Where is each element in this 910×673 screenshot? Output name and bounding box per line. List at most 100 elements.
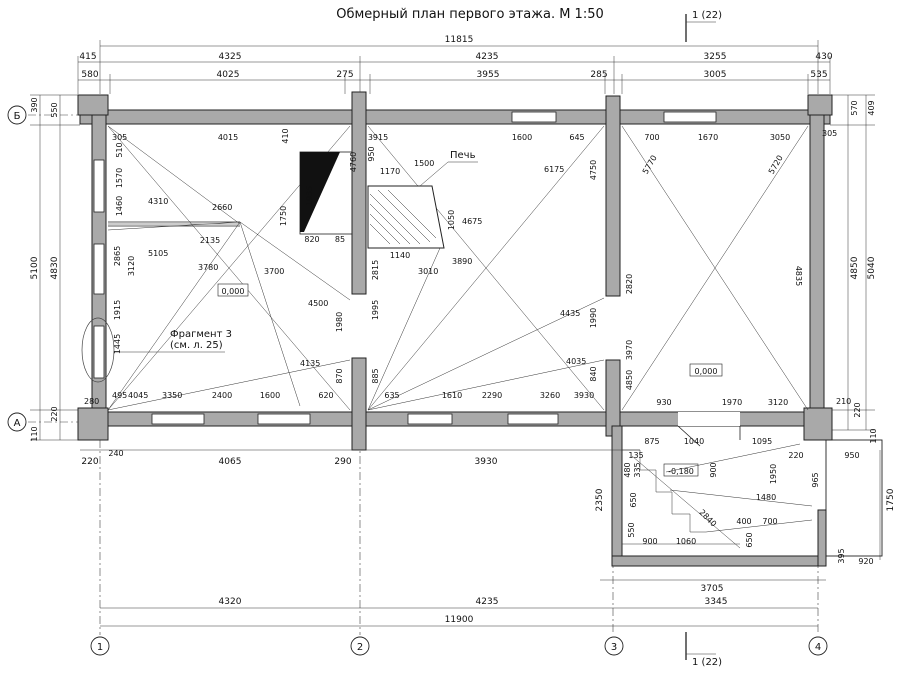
porch-wall-right [817,509,827,567]
dim-r1-5105: 5105 [148,249,168,258]
dim-r1-2660: 2660 [212,203,232,212]
dim-left-550: 550 [50,102,59,117]
window-bottom-2 [257,413,311,425]
dim-r3-4835: 4835 [794,266,803,286]
axis-label-3: 3 [611,642,617,653]
dim-r3-3120: 3120 [768,398,788,407]
dim-r1-410: 410 [281,128,290,143]
dim-r1-495: 495 [112,391,127,400]
dim-bot-290: 290 [334,457,351,467]
dim-r2-1050: 1050 [447,210,456,230]
windows [93,111,717,425]
window-left-3 [93,325,105,379]
dim-r2-1170: 1170 [380,167,400,176]
dim-p-395: 395 [837,548,846,563]
axis-marker-B: Б [7,105,27,125]
window-bottom-1 [151,413,205,425]
dim-p-950: 950 [844,451,859,460]
fragment-callout: Фрагмент 3 (см. л. 25) [81,317,232,383]
window-bottom-3 [407,413,453,425]
porch-deck [825,439,883,557]
window-top-1 [511,111,557,123]
dim-r2-3260: 3260 [540,391,560,400]
section-mark-bottom: 1 (22) [685,632,722,668]
dim-r1-3350: 3350 [162,391,182,400]
dim-p-335: 335 [633,462,642,477]
dim-r1-1750: 1750 [279,206,288,226]
dim-r3-1970: 1970 [722,398,742,407]
dim-p-220: 220 [788,451,803,460]
dim-r1-4015: 4015 [218,133,238,142]
dim-r2-4750: 4750 [589,160,598,180]
dim-p-900: 900 [709,462,718,477]
dim-r2-3890: 3890 [452,257,472,266]
dim-r3-1670: 1670 [698,133,718,142]
dim-bot-4320: 4320 [219,597,242,607]
dim-r1-1915: 1915 [113,300,122,320]
dim-top-415: 415 [79,52,96,62]
wall-mid-2-upper [605,95,621,297]
axis-marker-3: 3 [604,636,624,656]
dim-r1-620: 620 [318,391,333,400]
dim-p-650b: 650 [745,532,754,547]
wall-right [809,94,825,441]
dim-r2-4850: 4850 [625,370,634,390]
porch-wall-left [611,425,623,567]
dim-p-1040: 1040 [684,437,704,446]
dim-r3-305: 305 [822,129,837,138]
dim-r2-3930: 3930 [574,391,594,400]
dim-top-535: 535 [810,70,827,80]
dim-r1-1460: 1460 [115,196,124,216]
fragment-label-1: Фрагмент 3 [170,329,232,340]
dim-p-135: 135 [628,451,643,460]
dim-r2-3010: 3010 [418,267,438,276]
dim-p-550: 550 [627,522,636,537]
dim-top-430: 430 [815,52,832,62]
dim-r2-645: 645 [569,133,584,142]
dim-r2-870: 870 [335,368,344,383]
dim-right-409: 409 [867,100,876,115]
dim-top-4025: 4025 [217,70,240,80]
dim-r1-2135: 2135 [200,236,220,245]
grid-axes [28,114,819,635]
door-porch [677,412,741,447]
dim-r2-4435: 4435 [560,309,580,318]
dim-r2-2815: 2815 [371,260,380,280]
dim-p-1480: 1480 [756,493,776,502]
wall-mid-1-upper [351,91,367,295]
dim-r3-5720: 5720 [767,154,785,176]
level-room3-text: 0,000 [695,367,718,376]
dim-r1-4045: 4045 [128,391,148,400]
dim-p-920: 920 [858,557,873,566]
dim-p-875: 875 [644,437,659,446]
axis-label-1: 1 [97,642,103,653]
dim-r2-3915: 3915 [368,133,388,142]
dim-top-4325: 4325 [219,52,242,62]
dim-r1-1445: 1445 [113,334,122,354]
dim-top-3255: 3255 [704,52,727,62]
dim-r2-950: 950 [367,146,376,161]
dim-p-2840: 2840 [697,508,718,529]
dim-left-5100: 5100 [30,256,40,279]
dim-r1-3120: 3120 [127,256,136,276]
dim-right-5040: 5040 [867,256,877,279]
dim-r1-305: 305 [112,133,127,142]
left-dimensions: 390 550 5100 4830 220 110 [30,94,80,442]
axis-label-4: 4 [815,642,821,653]
dim-top-3955: 3955 [477,70,500,80]
dim-top-3005: 3005 [704,70,727,80]
axis-marker-A: А [7,412,27,432]
dim-p-900b: 900 [642,537,657,546]
dim-r2-4760: 4760 [349,152,358,172]
dim-r2-1610: 1610 [442,391,462,400]
dim-r1-2400: 2400 [212,391,232,400]
dim-r2-1990: 1990 [589,308,598,328]
dim-r1-280: 280 [84,397,99,406]
dim-p-650a: 650 [629,492,638,507]
dim-r2-885: 885 [371,368,380,383]
section-mark-bottom-label: 1 (22) [692,657,722,668]
dim-bot-11900: 11900 [445,615,474,625]
dim-bot-4065: 4065 [219,457,242,467]
level-porch: -0,180 [663,463,699,477]
dim-r1-2865: 2865 [113,246,122,266]
